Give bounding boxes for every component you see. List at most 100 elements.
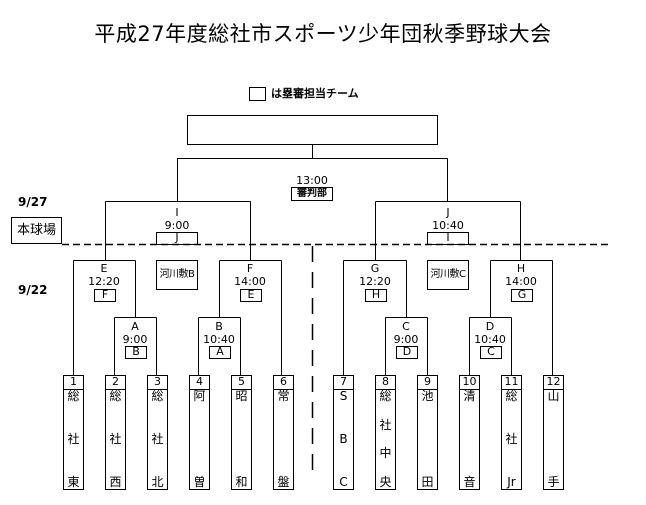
team-name-char: 央 [379,475,392,489]
match-E-label: E [100,262,108,275]
match-C-time: 9:00 [393,333,419,346]
match-E-time: 12:20 [88,275,120,288]
team-number: 6 [274,376,293,390]
team-name-char: 和 [235,475,248,489]
match-I-umpire: J [156,232,198,245]
team-name: 総社中央 [376,390,395,490]
legend-swatch [249,87,266,101]
team-name-char: 社 [67,432,80,446]
team-name: 昭和 [232,390,251,490]
team-name-char: S [339,389,348,403]
team-number: 11 [502,376,521,390]
venue-main-field: 本球場 [11,217,62,244]
match-B-label: B [215,320,223,333]
team-name: 常盤 [274,390,293,490]
team-number: 4 [190,376,209,390]
match-E-umpire: F [94,289,116,302]
match-C-umpire: D [396,346,418,359]
team-number: 9 [418,376,437,390]
match-D-time: 10:40 [474,333,506,346]
team-number: 1 [64,376,83,390]
team-name-char: 総 [505,389,518,403]
team-name-char: 音 [463,475,476,489]
match-D-label: D [485,320,495,333]
venue-aux-c: 河川敷C [427,260,469,290]
team-number: 10 [460,376,479,390]
match-G-time: 12:20 [359,275,391,288]
match-J-umpire: I [427,232,469,245]
team-name-char: 北 [151,475,164,489]
team-name-char: 常 [277,389,290,403]
team-name: 山手 [544,390,563,490]
date-day2: 9/27 [18,195,48,209]
team-name-char: 総 [151,389,164,403]
match-H-time: 14:00 [505,275,537,288]
match-D-umpire: C [480,346,502,359]
match-A-time: 9:00 [122,333,148,346]
date-day1: 9/22 [18,283,48,297]
match-G-umpire: H [365,289,387,302]
match-F-label: F [246,262,254,275]
legend-text: は塁審担当チーム [271,87,359,100]
champion-box [187,115,438,145]
team-name-char: 阿 [193,389,206,403]
team-name: 阿曽 [190,390,209,490]
team-name-char: 社 [379,418,392,432]
team-name-char: 山 [547,389,560,403]
team-name-char: 昭 [235,389,248,403]
team-number: 12 [544,376,563,390]
team-name-char: 盤 [277,475,290,489]
match-C-label: C [402,320,410,333]
match-H-umpire: G [511,289,533,302]
match-F-time: 14:00 [234,275,266,288]
team-name: 総社東 [64,390,83,490]
team-name-char: 総 [109,389,122,403]
team-name-char: 曽 [193,475,206,489]
final-umpire: 審判部 [291,187,333,201]
match-A-label: A [131,320,139,333]
team-name-char: 田 [421,475,434,489]
match-I-time: 9:00 [164,219,190,232]
final-time: 13:00 [296,174,328,187]
team-name-char: 社 [151,432,164,446]
venue-aux-b: 河川敷B [156,260,198,290]
team-name: 池田 [418,390,437,490]
match-F-umpire: E [240,289,262,302]
team-name-char: 社 [109,432,122,446]
team-name-char: 総 [379,389,392,403]
match-I-label: I [175,206,179,219]
team-number: 2 [106,376,125,390]
team-name-char: 西 [109,475,122,489]
match-J-time: 10:40 [432,219,464,232]
match-B-time: 10:40 [203,333,235,346]
team-name: 清音 [460,390,479,490]
match-J-label: J [446,206,450,219]
team-number: 3 [148,376,167,390]
match-G-label: G [370,262,380,275]
team-number: 7 [334,376,353,390]
team-name-char: 中 [379,446,392,460]
match-B-umpire: A [209,346,231,359]
team-number: 5 [232,376,251,390]
team-name-char: 手 [547,475,560,489]
team-name: 総社北 [148,390,167,490]
team-name-char: 東 [67,475,80,489]
match-H-label: H [516,262,526,275]
team-name-char: 社 [505,432,518,446]
team-name-char: 池 [421,389,434,403]
team-name-char: 清 [463,389,476,403]
